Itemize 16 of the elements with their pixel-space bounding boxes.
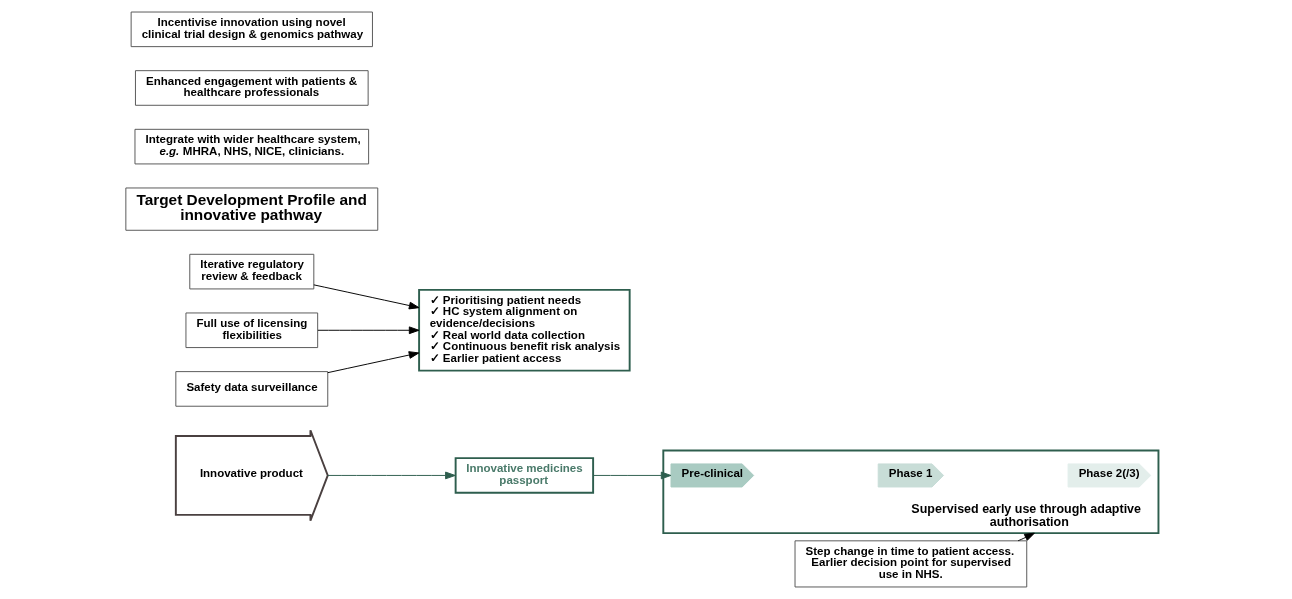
node-box: Target Development Profile and innovative pathway: [125, 187, 379, 231]
node-box: Full use of licensing flexibilities: [185, 312, 319, 349]
node-box: Safety data surveillance: [175, 371, 329, 407]
node-box: Enhanced engagement with patients & healthcare professionals: [135, 70, 369, 106]
node-box: Incentivise innovation using novel clinical trial design & genomics pathway: [130, 11, 373, 48]
arrow: [313, 284, 420, 310]
node-box: Integrate with wider healthcare system, e.g. MHRA, NHS, NICE, clinicians.: [134, 128, 370, 165]
node-box: ✓ Prioritising patient needs ✓ HC system alignment on evidence/decisions ✓ Real world data collection ✓ Continuous benefit risk analysis ✓ Earlier patient access: [418, 288, 631, 372]
arrow: [327, 471, 456, 480]
arrow: [592, 471, 672, 480]
arrow: [327, 351, 420, 374]
node-box: Step change in time to patient access. Earlier decision point for supervised use in NHS.: [794, 540, 1028, 588]
node-box: Innovative medicines passport: [454, 457, 595, 494]
arrow: [1017, 532, 1035, 542]
arrow: [317, 326, 420, 335]
node-box: Iterative regulatory review & feedback: [189, 253, 315, 290]
